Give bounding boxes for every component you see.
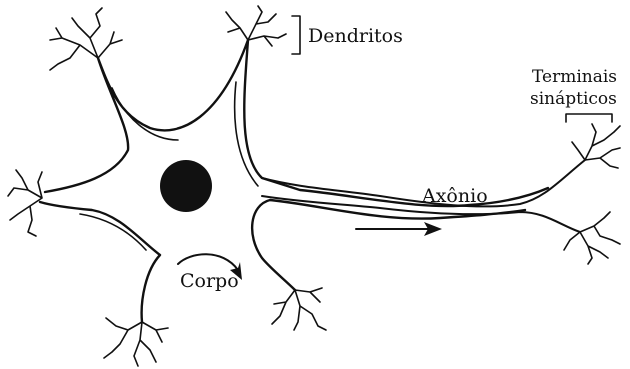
label-terminais: Terminais [532, 67, 617, 87]
cell-body-inner [80, 82, 258, 250]
terminais-bracket [566, 114, 612, 122]
cell-body-outline [40, 40, 548, 322]
dendrite-top-left [50, 8, 122, 70]
label-sinapticos: sinápticos [530, 89, 617, 109]
label-corpo: Corpo [180, 270, 239, 292]
label-dendritos: Dendritos [308, 25, 403, 47]
dendrite-left [8, 170, 42, 236]
terminal-lower [564, 212, 620, 264]
terminal-upper [572, 124, 620, 168]
dendrite-top-right [226, 6, 286, 46]
nucleus [160, 160, 212, 212]
dendrite-bottom-right [272, 288, 326, 330]
dendrite-bottom-left [104, 318, 168, 366]
corpo-arrow [178, 254, 238, 270]
label-axonio: Axônio [421, 185, 488, 207]
dendritos-bracket [292, 16, 300, 54]
